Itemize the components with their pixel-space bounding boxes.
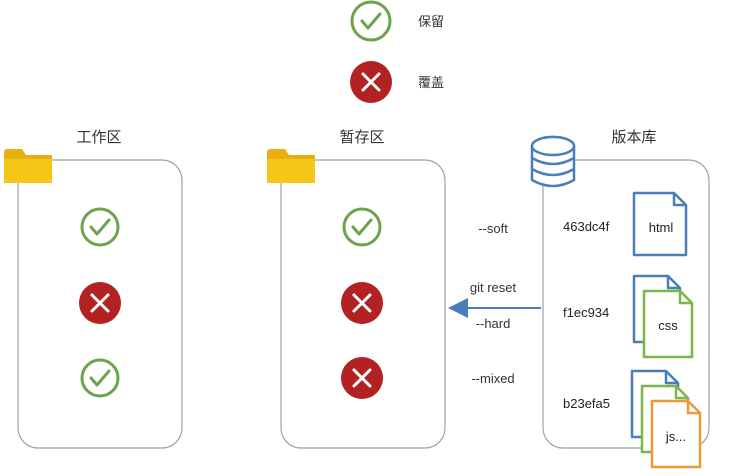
- x-circle-icon: [350, 61, 392, 103]
- x-circle-icon: [341, 357, 383, 399]
- repository-area: 版本库 463dc4f html f1ec934 css b23efa5: [530, 129, 710, 469]
- file-icon: [642, 289, 694, 359]
- staging-area: 暂存区: [267, 129, 446, 449]
- legend: 保留 覆盖: [350, 0, 444, 103]
- folder-icon: [4, 149, 52, 183]
- check-circle-icon: [80, 358, 120, 398]
- option-hard: --hard: [476, 316, 511, 331]
- check-circle-icon: [350, 0, 392, 42]
- option-mixed: --mixed: [471, 371, 514, 386]
- x-circle-icon: [79, 282, 121, 324]
- command-label: git reset: [470, 280, 517, 295]
- file-label-js: js...: [665, 429, 686, 444]
- legend-keep-label: 保留: [418, 14, 444, 29]
- x-circle-icon: [341, 282, 383, 324]
- commit-hash: f1ec934: [563, 305, 609, 320]
- check-circle-icon: [342, 207, 382, 247]
- file-label-html: html: [649, 220, 674, 235]
- file-icon: [632, 191, 688, 257]
- folder-icon: [267, 149, 315, 183]
- staging-title: 暂存区: [339, 129, 384, 146]
- option-soft: --soft: [478, 221, 508, 236]
- commit-hash: b23efa5: [563, 396, 610, 411]
- workspace-title: 工作区: [76, 129, 121, 146]
- file-label-css: css: [658, 318, 678, 333]
- check-circle-icon: [80, 207, 120, 247]
- workspace-area: 工作区: [4, 129, 183, 449]
- repository-title: 版本库: [611, 129, 656, 146]
- legend-overwrite-label: 覆盖: [418, 75, 444, 90]
- commit-hash: 463dc4f: [563, 219, 610, 234]
- database-icon: [530, 135, 576, 188]
- file-icon: [650, 399, 702, 469]
- reset-command: --soft git reset --hard --mixed: [448, 221, 541, 386]
